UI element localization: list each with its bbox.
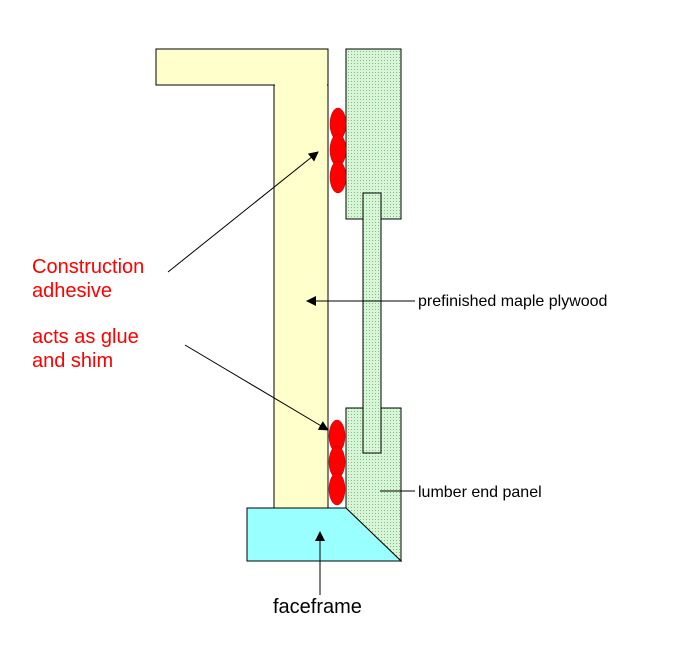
- lumber-label: lumber end panel: [418, 484, 542, 501]
- glue-label-line2: and shim: [32, 350, 113, 372]
- adhesive-leader-arrow: [167, 151, 319, 273]
- adhesive-label-line2: adhesive: [32, 280, 112, 302]
- adhesive-beads-bottom: [328, 419, 346, 506]
- adhesive-beads-top: [329, 107, 347, 194]
- glue-leader-arrow: [184, 344, 329, 431]
- glue-label-line1: acts as glue: [32, 326, 139, 348]
- plywood-label: prefinished maple plywood: [418, 293, 607, 310]
- adhesive-label-line1: Construction: [32, 256, 144, 278]
- lumber-end-panel: [345, 48, 402, 563]
- plywood-panel: [155, 48, 329, 509]
- faceframe-label: faceframe: [273, 596, 362, 618]
